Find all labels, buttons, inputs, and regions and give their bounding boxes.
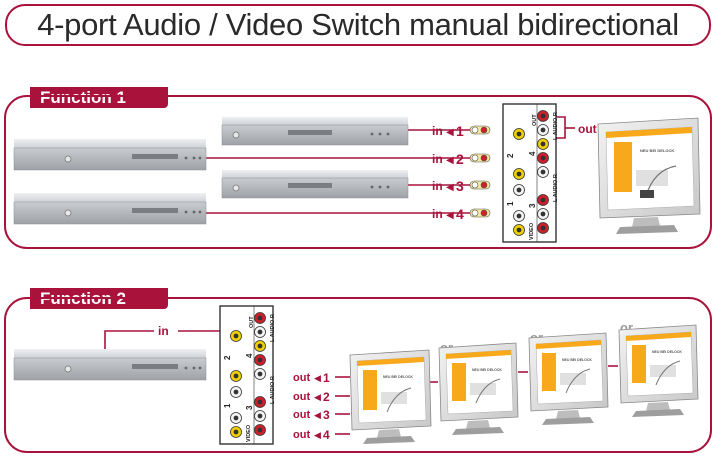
in-num-2: 2 bbox=[456, 151, 464, 167]
monitor-f1: NEU BEI DELOCK bbox=[597, 117, 701, 234]
out-label-2: out bbox=[293, 391, 310, 403]
out-num-4: 4 bbox=[323, 428, 330, 442]
switch-f1-num-2: 2 bbox=[506, 153, 515, 158]
in-num-3: 3 bbox=[456, 178, 464, 194]
out-arrow-1: ◀ bbox=[314, 373, 321, 383]
switch-f2-num-4: 4 bbox=[245, 353, 254, 358]
switch-f1-num-3: 3 bbox=[528, 203, 537, 208]
monitor-f2-3: NEU BEI DELOCK bbox=[528, 332, 609, 425]
function-2-outputs: out ◀ 1 out ◀ 2 out ◀ 3 out ◀ 4 bbox=[293, 371, 330, 442]
switch-f1-out-label: OUT bbox=[532, 114, 538, 126]
in-label-3: in bbox=[432, 179, 443, 193]
out-num-2: 2 bbox=[323, 390, 330, 404]
monitor-f2-4-text: NEU BEI DELOCK bbox=[652, 350, 682, 354]
in-arrow-1: ◀ bbox=[446, 127, 454, 138]
monitor-f2-2: NEU BEI DELOCK bbox=[438, 342, 519, 435]
switch-f2-out-label: OUT bbox=[249, 316, 255, 328]
switch-f1-num-1: 1 bbox=[506, 201, 515, 206]
out-num-1: 1 bbox=[323, 371, 330, 385]
out-arrow-2: ◀ bbox=[314, 392, 321, 402]
switch-f2-audio-label-top: L AUDIO R bbox=[270, 314, 276, 342]
function-1-inputs: in ◀ 1 in ◀ 2 in ◀ 3 in ◀ 4 out bbox=[432, 122, 597, 222]
switch-f2-audio-label: L AUDIO R bbox=[270, 376, 276, 404]
dvd-player-2 bbox=[13, 139, 207, 171]
out-label-4: out bbox=[293, 429, 310, 441]
in-num-1: 1 bbox=[456, 123, 464, 139]
function-1-plugs bbox=[469, 125, 491, 218]
page-title: 4-port Audio / Video Switch manual bidir… bbox=[37, 7, 679, 42]
switch-f2-video-label: VIDEO bbox=[246, 424, 252, 442]
in-label-2: in bbox=[432, 152, 443, 166]
dvd-player-f2 bbox=[13, 349, 207, 381]
out-num-3: 3 bbox=[323, 408, 330, 422]
dvd-player-1 bbox=[221, 117, 409, 146]
in-arrow-4: ◀ bbox=[446, 210, 454, 221]
monitor-f2-1: NEU BEI DELOCK bbox=[349, 349, 432, 444]
out-label-1: out bbox=[293, 372, 310, 384]
monitor-f1-text: NEU BEI DELOCK bbox=[640, 148, 674, 153]
switch-panel-f2: VIDEO L AUDIO R L AUDIO R OUT 2 4 1 3 bbox=[219, 305, 276, 445]
function-1-label: Function 1 bbox=[30, 87, 168, 108]
out-arrow-4: ◀ bbox=[314, 430, 321, 440]
function-2-panel bbox=[4, 297, 712, 453]
switch-f2-num-3: 3 bbox=[245, 405, 254, 410]
switch-f1-num-4: 4 bbox=[528, 151, 537, 156]
switch-f2-num-1: 1 bbox=[223, 403, 232, 408]
monitor-f2-2-text: NEU BEI DELOCK bbox=[472, 368, 502, 372]
dvd-player-4 bbox=[13, 193, 207, 225]
switch-f1-video-label: VIDEO bbox=[529, 222, 535, 240]
in-label-f2: in bbox=[158, 324, 169, 338]
in-arrow-2: ◀ bbox=[446, 155, 454, 166]
function-1-panel bbox=[4, 95, 712, 249]
switch-f2-num-2: 2 bbox=[223, 355, 232, 360]
switch-f1-audio-label: L AUDIO R bbox=[553, 174, 559, 202]
title-box: 4-port Audio / Video Switch manual bidir… bbox=[5, 4, 711, 46]
dvd-player-3 bbox=[221, 170, 409, 199]
monitor-f2-4: NEU BEI DELOCK bbox=[618, 324, 699, 417]
in-label-4: in bbox=[432, 207, 443, 221]
in-num-4: 4 bbox=[456, 206, 464, 222]
monitor-f2-3-text: NEU BEI DELOCK bbox=[562, 358, 592, 362]
out-label-3: out bbox=[293, 409, 310, 421]
switch-f1-audio-label-top: L AUDIO R bbox=[553, 112, 559, 140]
in-arrow-3: ◀ bbox=[446, 182, 454, 193]
monitor-f2-1-text: NEU BEI DELOCK bbox=[383, 375, 413, 379]
function-2-in: in bbox=[154, 323, 178, 338]
in-label-1: in bbox=[432, 124, 443, 138]
out-arrow-3: ◀ bbox=[314, 410, 321, 420]
out-label-f1: out bbox=[578, 122, 597, 136]
switch-panel-f1: VIDEO L AUDIO R L AUDIO R OUT 2 4 1 3 bbox=[502, 103, 559, 243]
